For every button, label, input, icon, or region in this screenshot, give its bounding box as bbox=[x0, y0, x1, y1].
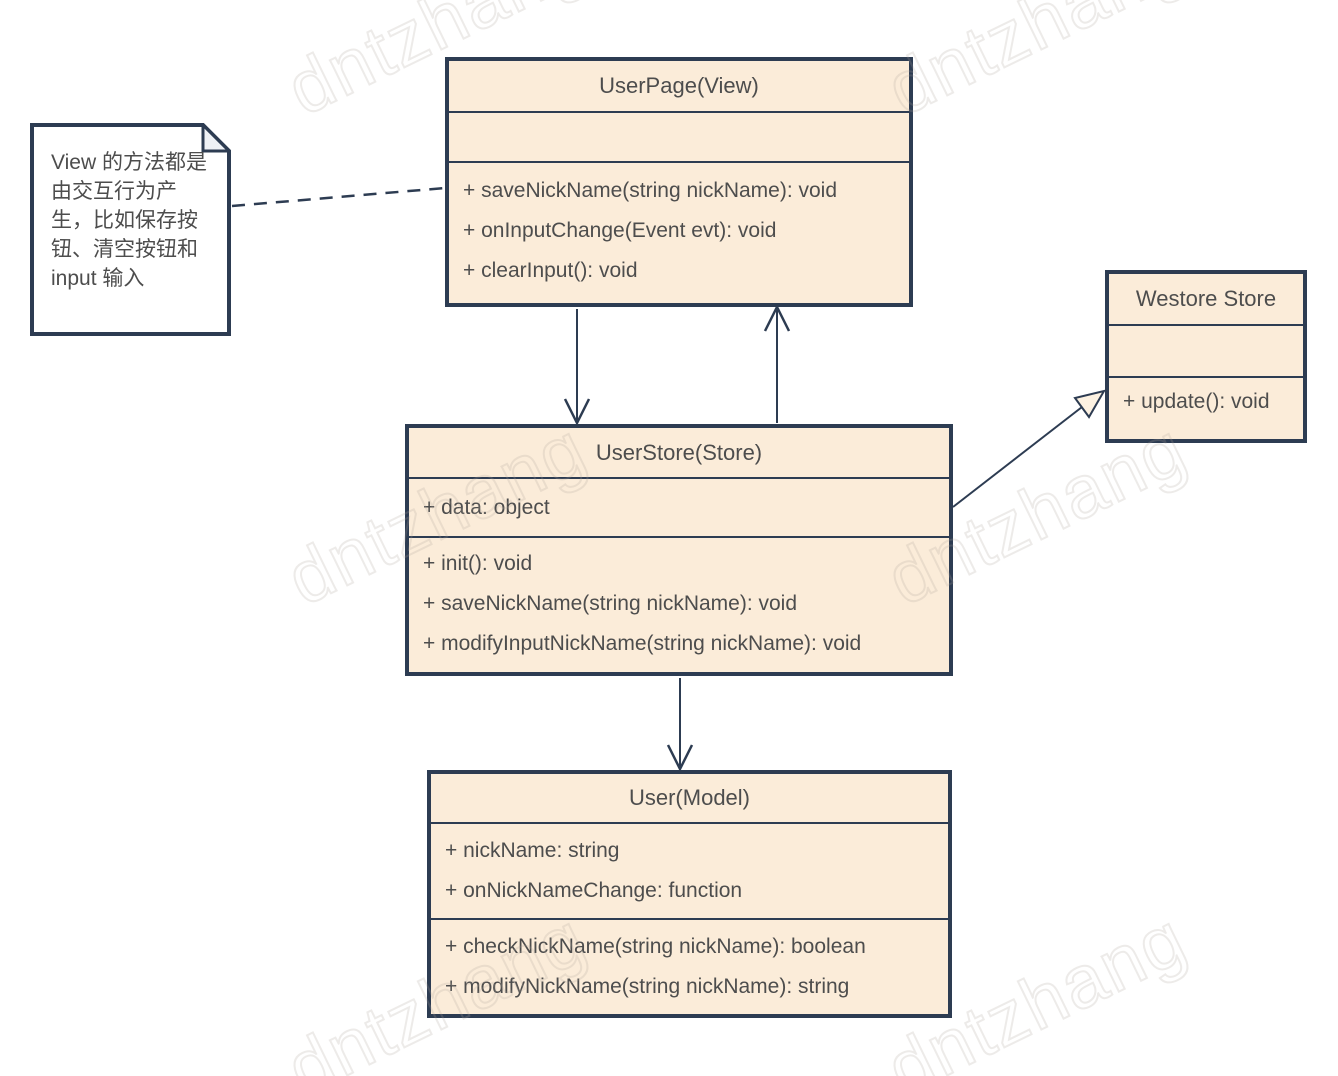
method-item: + saveNickName(string nickName): void bbox=[463, 179, 838, 202]
class-title: Westore Store bbox=[1109, 274, 1303, 326]
attribute-item: + nickName: string bbox=[445, 839, 620, 862]
attribute-item: + onNickNameChange: function bbox=[445, 879, 743, 902]
class-box-userpage-view: UserPage(View) + saveNickName(string nic… bbox=[445, 57, 913, 307]
class-title: UserPage(View) bbox=[449, 61, 909, 113]
uml-note: View 的方法都是由交互行为产生，比如保存按钮、清空按钮和input 输入 bbox=[30, 123, 231, 336]
method-item: + modifyInputNickName(string nickName): … bbox=[423, 632, 862, 655]
hollow-triangle-arrowhead-icon bbox=[1073, 389, 1107, 419]
class-methods: + checkNickName(string nickName): boolea… bbox=[431, 920, 948, 1014]
watermark-text: dntzhang bbox=[873, 0, 1199, 132]
arrowhead-down-icon bbox=[666, 744, 694, 772]
method-item: + update(): void bbox=[1123, 390, 1270, 413]
class-attributes: + nickName: string + onNickNameChange: f… bbox=[431, 824, 948, 920]
class-box-userstore-store: UserStore(Store) + data: object + init()… bbox=[405, 424, 953, 676]
class-methods: + update(): void bbox=[1109, 378, 1303, 439]
edge-userstore-to-westore bbox=[952, 406, 1083, 508]
class-title: UserStore(Store) bbox=[409, 428, 949, 479]
class-methods: + init(): void + saveNickName(string nic… bbox=[409, 538, 949, 672]
note-shape bbox=[30, 123, 231, 336]
note-folded-corner bbox=[201, 123, 231, 153]
attribute-item: + data: object bbox=[423, 496, 550, 519]
arrowhead-up-icon bbox=[763, 304, 791, 332]
method-item: + onInputChange(Event evt): void bbox=[463, 219, 777, 242]
class-box-westore-store: Westore Store + update(): void bbox=[1105, 270, 1307, 443]
method-item: + clearInput(): void bbox=[463, 259, 638, 282]
method-item: + init(): void bbox=[423, 552, 533, 575]
method-item: + checkNickName(string nickName): boolea… bbox=[445, 935, 866, 958]
class-attributes: + data: object bbox=[409, 479, 949, 538]
note-text: View 的方法都是由交互行为产生，比如保存按钮、清空按钮和input 输入 bbox=[51, 151, 207, 290]
note-outline bbox=[30, 123, 231, 336]
class-title: User(Model) bbox=[431, 774, 948, 824]
method-item: + modifyNickName(string nickName): strin… bbox=[445, 975, 850, 998]
arrowhead-down-icon bbox=[563, 398, 591, 426]
class-attributes-empty bbox=[449, 113, 909, 163]
class-attributes-empty bbox=[1109, 326, 1303, 378]
edge-note-to-userpage bbox=[231, 186, 446, 208]
method-item: + saveNickName(string nickName): void bbox=[423, 592, 798, 615]
class-box-user-model: User(Model) + nickName: string + onNickN… bbox=[427, 770, 952, 1018]
class-methods: + saveNickName(string nickName): void + … bbox=[449, 163, 909, 303]
